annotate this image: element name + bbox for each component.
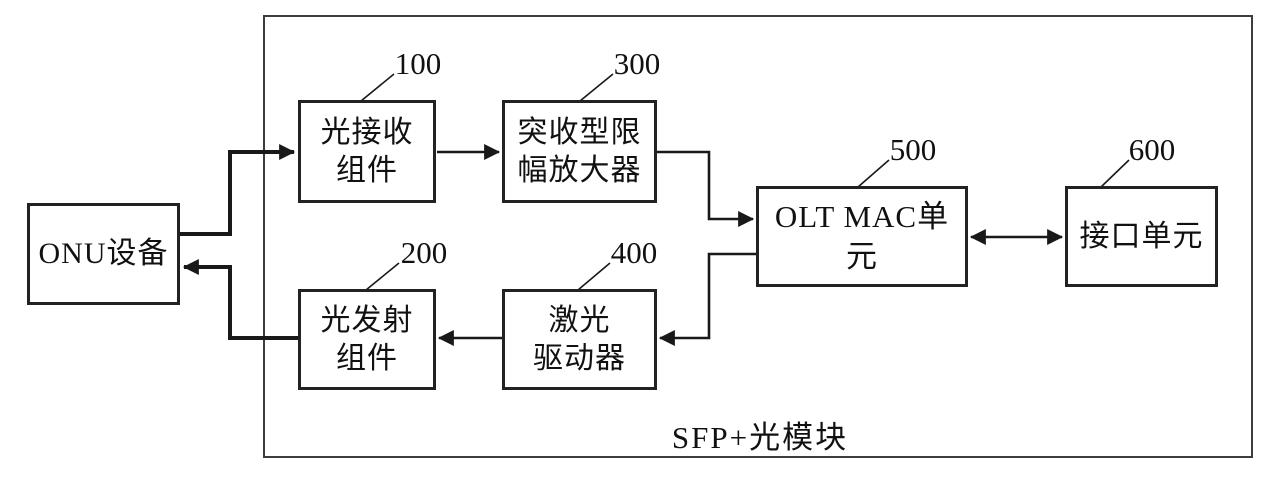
- ref-number-300: 300: [613, 46, 661, 81]
- node-optical-transmitter: 光发射 组件: [298, 289, 436, 390]
- leader-400: [577, 262, 611, 291]
- node-burst-limiting-amplifier-label: 突收型限 幅放大器: [517, 115, 642, 187]
- ref-number-500: 500: [889, 132, 937, 167]
- leader-300: [579, 73, 614, 102]
- node-onu-label: ONU设备: [38, 237, 169, 271]
- wire-tx-to-onu: [182, 259, 298, 340]
- node-laser-driver-label: 激光 驱动器: [533, 303, 626, 375]
- node-olt-mac-unit: OLT MAC单元: [756, 186, 968, 287]
- wire-onu-to-rx: [180, 144, 296, 236]
- leader-200: [365, 262, 400, 291]
- leader-500: [857, 159, 890, 188]
- wire-amp-to-mac: [657, 150, 755, 227]
- node-interface-unit-label: 接口单元: [1079, 219, 1204, 253]
- node-optical-receiver-label: 光接收 组件: [320, 115, 414, 187]
- leader-600: [1100, 159, 1130, 188]
- sfp-module-boundary: [263, 15, 1253, 458]
- ref-number-100: 100: [394, 46, 442, 81]
- ref-number-600: 600: [1128, 132, 1176, 167]
- ref-number-200: 200: [400, 235, 448, 270]
- node-optical-transmitter-label: 光发射 组件: [320, 303, 414, 375]
- leader-100: [360, 73, 395, 102]
- node-interface-unit: 接口单元: [1065, 186, 1218, 287]
- node-optical-receiver: 光接收 组件: [298, 100, 436, 203]
- node-burst-limiting-amplifier: 突收型限 幅放大器: [502, 100, 657, 203]
- ref-number-400: 400: [610, 235, 658, 270]
- node-laser-driver: 激光 驱动器: [502, 289, 657, 390]
- sfp-module-caption: SFP+光模块: [671, 420, 849, 455]
- wire-mac-to-driver: [658, 252, 756, 346]
- node-onu-device: ONU设备: [27, 203, 180, 305]
- node-olt-mac-unit-label: OLT MAC单元: [774, 199, 950, 274]
